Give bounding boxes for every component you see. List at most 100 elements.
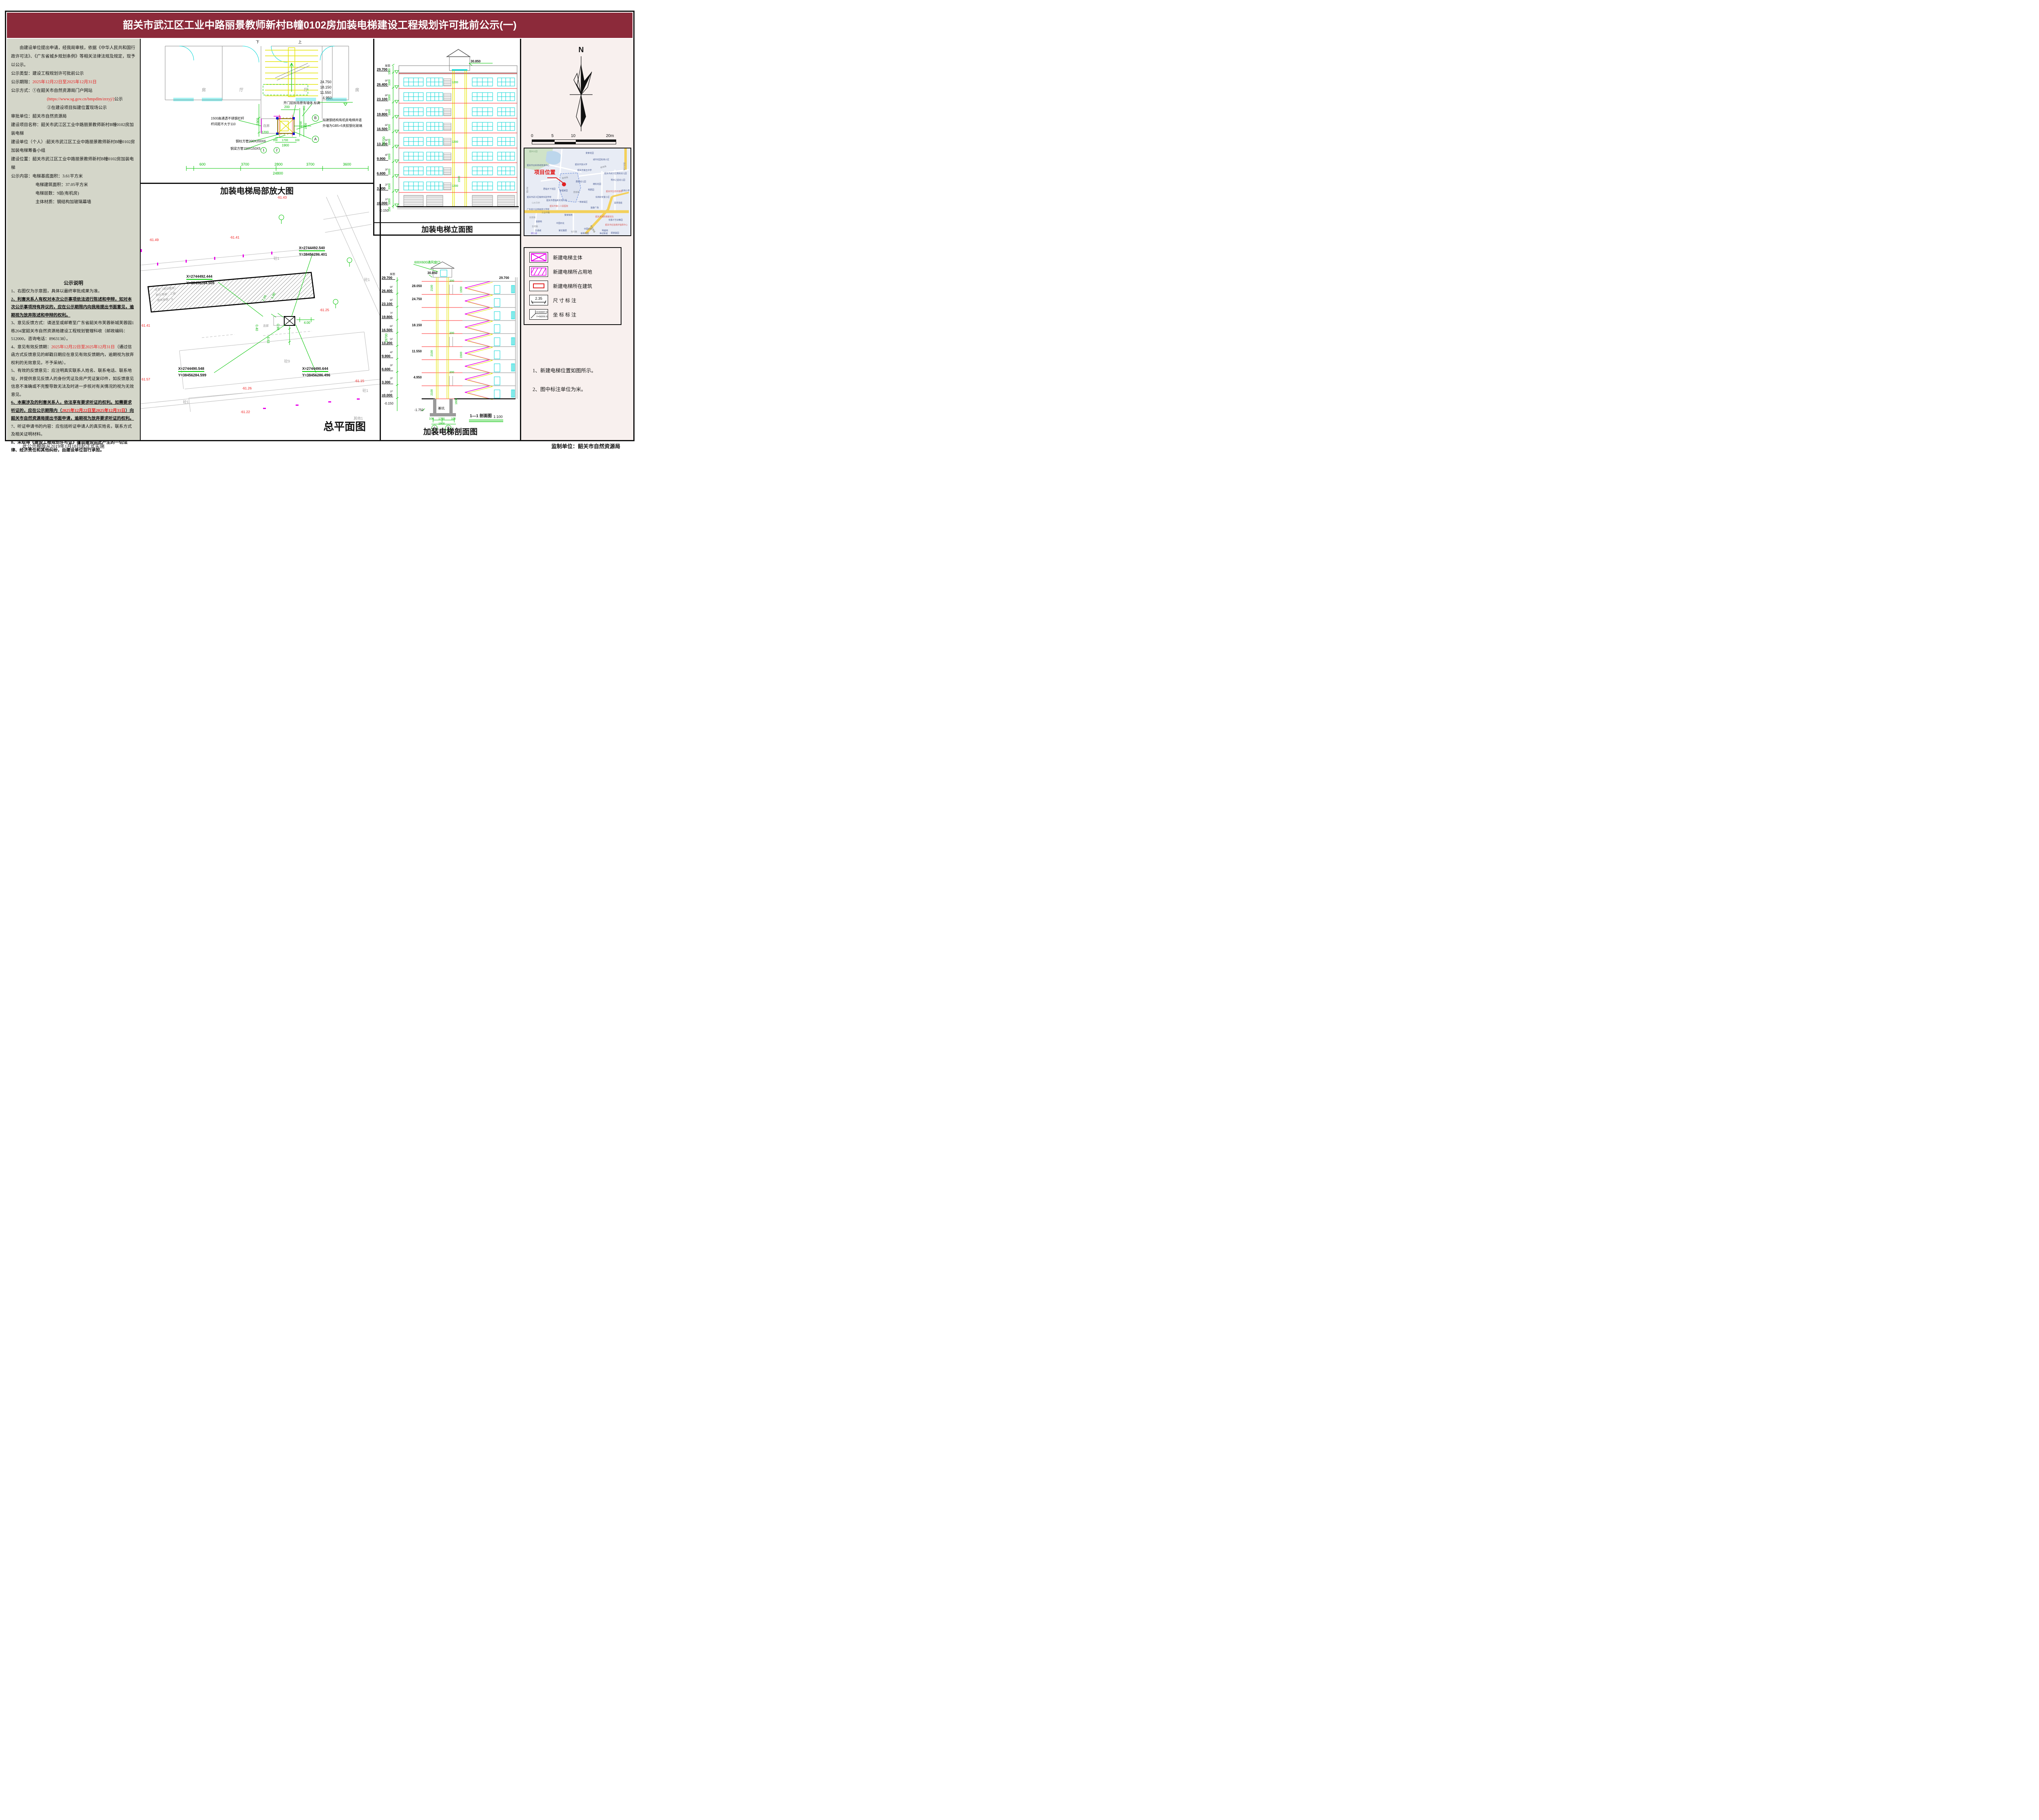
notice-body: 由建设单位提出申请，经我局审核，依据《中华人民共和国行政许可法》、《广东省城乡规… [11, 44, 136, 453]
map-poi-label: 教育路 [562, 176, 568, 180]
section-label: 1900 [438, 422, 445, 425]
map-poi-label: 韶关市应急救护指挥中心 [605, 224, 628, 226]
map-poi-label: 颐景骏园 [611, 232, 619, 234]
section-label: B [445, 425, 451, 431]
map-poi-label: 世纪新城 [599, 232, 608, 235]
section-label: 29700 [385, 333, 388, 343]
footer-left-text: 此公示模版从2019年1月18日起正式实施 [22, 444, 105, 449]
site-label: 0.90 [276, 324, 280, 330]
notice-item-6: 6、本案涉及的利害关系人，依法享有要求听证的权利。如需要求听证的，应在公示期限内… [11, 400, 134, 421]
legend-symbol-elevator-body [529, 252, 548, 263]
scale-0: 0 [531, 134, 533, 138]
site-label: 61.41 [142, 323, 150, 327]
field-project: 建设项目名称：韶关市武江区工业中路丽景教师新村B幢0102房加装电梯 [11, 123, 134, 136]
section-label: 1500 [460, 286, 463, 293]
field-content: 公示内容：电梯基底面积：3.61平方米 [11, 174, 83, 179]
section-label: 100 [429, 418, 434, 420]
site-label: X=2744490.548 [178, 367, 204, 372]
legend-symbol-coordinate: X=43337.034Y=58209.521 [529, 309, 550, 320]
map-poi-label: 工业中路 [542, 212, 550, 214]
intro-paragraph: 由建设单位提出申请，经我局审核，依据《中华人民共和国行政许可法》、《广东省城乡规… [11, 46, 135, 67]
elevation-label: 1200 [452, 81, 458, 84]
section-label: 11.550 [412, 349, 422, 353]
map-poi-label: 明日之星幼儿园 [611, 179, 626, 181]
section-label: A [431, 425, 438, 431]
section-label: 4.950 [414, 376, 422, 379]
section-label: 2100 [431, 350, 433, 356]
map-poi-label: 富康广场 [590, 207, 599, 209]
plan-label: 下 [256, 40, 260, 44]
field-method-url: (https://www.sg.gov.cn/bmpdlm/zrzyj/)公示 [47, 97, 123, 102]
elevation-label: 3300 [388, 94, 391, 101]
map-poi-label: 明居园 [588, 189, 595, 191]
map-poi-label: 韶关市武江区翰林实验学校 [527, 196, 552, 199]
notice-item-4: 4、意见有效反馈期：2025年12月22日至2025年12月31日（通过信函方式… [11, 345, 134, 365]
plan-label: 3600 [343, 162, 352, 166]
map-poi-label: 繁荣锦苑 [564, 214, 573, 217]
map-poi-label: 吉祥路 [532, 226, 538, 228]
site-label: 6.63 [266, 337, 270, 343]
plan-label: 上 [298, 40, 302, 44]
left-text-panel: 由建设单位提出申请，经我局审核，依据《中华人民共和国行政许可法》、《广东省城乡规… [7, 39, 141, 453]
site-label: ·61.25 [319, 308, 330, 312]
plan-label: 1500高通透不锈钢栏杆 [211, 117, 244, 120]
plan-label: 24.750 [320, 80, 332, 84]
map-poi-label: 韶关市云岭高考复读中心 [527, 164, 550, 167]
elevation-level: 1F±0.000 [377, 198, 388, 205]
map-poi-label: 韶关市消防救援支队 [595, 216, 614, 218]
field-method: 公示方式：①在韶关市自然资源局门户网站 [11, 88, 93, 93]
plan-label: 1200 [261, 130, 269, 134]
map-poi-label: 如意路 [529, 217, 536, 219]
map-poi-label: 韶关市第五中学 [577, 169, 592, 172]
map-poi-label: 惠民北路 [623, 162, 625, 171]
map-poi-label: 万通城 [535, 230, 542, 232]
elevation-label: 3300 [388, 168, 391, 175]
note-2: 2、图中标注单位为米。 [533, 387, 586, 392]
map-poi-label: 盈翠皇庭 [614, 202, 623, 204]
map-poi-label: 城市花园松苑小区 [593, 159, 610, 161]
map-poi-label: 景泰花园 [586, 152, 594, 155]
scale-bar: 0 5 10 20m [531, 134, 617, 146]
divider-h2 [373, 234, 521, 236]
section-label: -1.750 [414, 408, 424, 412]
legend-label-5: 坐 标 标 注 [553, 312, 577, 318]
elevation-title: 加装电梯立面图 [421, 226, 473, 234]
site-plan-title: 总平面图 [323, 421, 366, 433]
map-poi-label: 韶关市君临新天地广场 [546, 199, 567, 202]
site-label: 砼1 [363, 389, 369, 393]
divider-v3 [520, 39, 521, 440]
notice-item-2: 2、利害关系人有权对本次公示事项依法进行陈述和申辩，如对本次公示事项持有异议的，… [11, 297, 134, 318]
section-title: 加装电梯剖面图 [423, 428, 478, 436]
map-poi-label: 西冲路 [526, 187, 528, 193]
north-arrow-icon [570, 56, 593, 131]
notice-poster: 韶关市武江区工业中路丽景教师新村B幢0102房加装电梯建设工程规划许可批前公示(… [0, 0, 639, 453]
site-label: Y=38456286.401 [299, 252, 327, 257]
map-poi-label: 中国石化 [584, 228, 593, 230]
elevation-label: 3300 [388, 124, 391, 130]
project-location-label: 项目位置 [534, 169, 556, 175]
plan-label: 100 [295, 139, 300, 142]
site-label: ·61.49 [149, 238, 159, 242]
plan-label: 杆间距不大于110 [211, 122, 236, 126]
map-poi-label: 山水华府 [532, 202, 540, 204]
content-4: 主体材质：钢结构加玻璃幕墙 [35, 200, 91, 204]
divider-v2 [380, 184, 381, 440]
field-builder: 建设单位（个人）:韶关市武江区工业中路丽景教师新村B幢0102房加装电梯筹备小组 [11, 140, 135, 153]
elevation-label: 1500 [458, 176, 461, 182]
elevation-label: 3300 [388, 153, 391, 160]
site-label: 砼9 [284, 359, 290, 363]
plan-label: 3700 [241, 162, 250, 166]
plan-label: 100 [303, 106, 306, 111]
legend-symbol-land [529, 266, 548, 277]
legend-label-2: 新建电梯所占用地 [553, 269, 593, 275]
map-poi-label: 富康苑 [536, 221, 542, 223]
divider-v1 [373, 39, 374, 235]
plan-label: 4.950 [323, 96, 332, 100]
